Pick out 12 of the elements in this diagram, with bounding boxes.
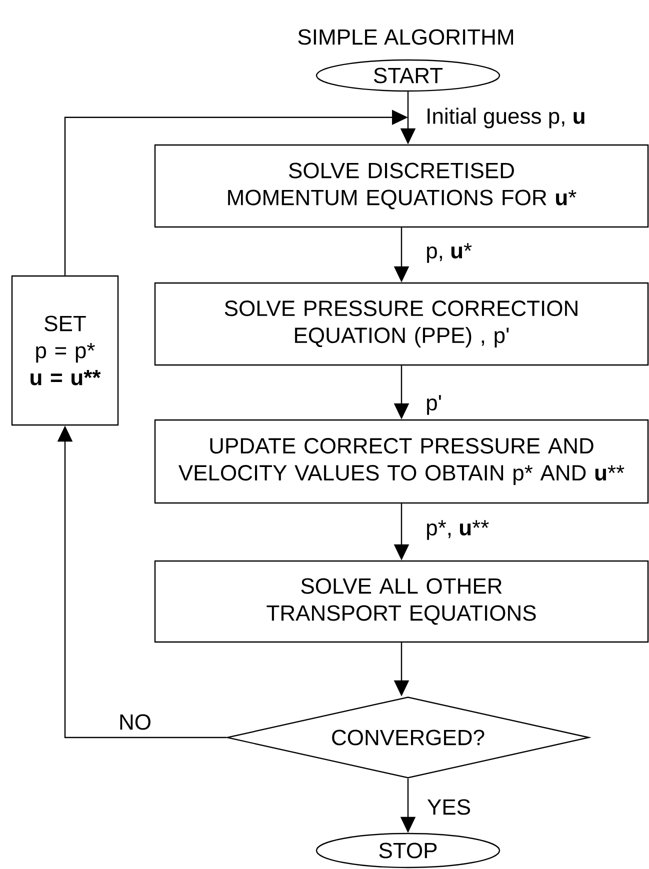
edge-label: p, u* — [424, 242, 474, 264]
edge-label: p*, u** — [424, 519, 490, 541]
edge-label: YES — [426, 798, 472, 816]
edge-label: NO — [118, 713, 152, 731]
edge-label: Initial guess p, u — [424, 106, 587, 130]
process-box: UPDATE CORRECT PRESSURE AND VELOCITY VALUES TO OBTAIN p* AND u** — [154, 419, 649, 504]
process-box: SOLVE ALL OTHER TRANSPORT EQUATIONS — [154, 560, 649, 643]
process-box: SOLVE PRESSURE CORRECTION EQUATION (PPE) , p' — [154, 282, 649, 366]
edge-label: p' — [424, 394, 444, 416]
process-box: SET p = p* u = u** — [11, 275, 119, 426]
title: SIMPLE ALGORITHM — [298, 29, 513, 45]
process-box: SOLVE DISCRETISED MOMENTUM EQUATIONS FOR u* — [154, 144, 649, 228]
